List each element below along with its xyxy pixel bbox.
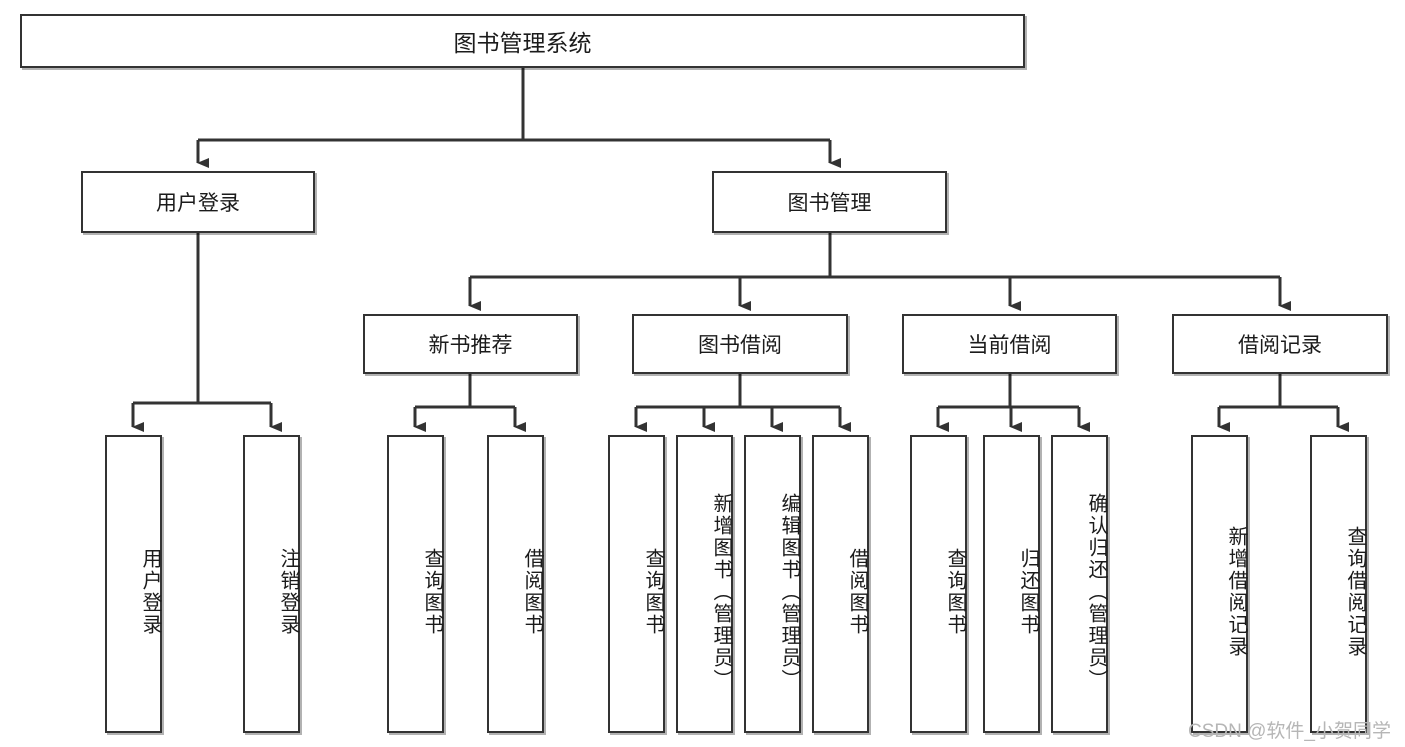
node-leaf-borrow-book-2-label: 借阅图书 xyxy=(846,548,868,636)
node-leaf-return-book[interactable]: 归还图书 xyxy=(983,435,1040,733)
node-new-book-recommend[interactable]: 新书推荐 xyxy=(363,314,578,374)
node-leaf-query-book-1[interactable]: 查询图书 xyxy=(387,435,444,733)
node-leaf-edit-book-label: 编辑图书（管理员） xyxy=(778,493,800,691)
node-borrow-record[interactable]: 借阅记录 xyxy=(1172,314,1388,374)
node-leaf-borrow-book-2[interactable]: 借阅图书 xyxy=(812,435,869,733)
node-leaf-borrow-book-1-label: 借阅图书 xyxy=(521,548,543,636)
node-leaf-query-book-3[interactable]: 查询图书 xyxy=(910,435,967,733)
node-leaf-return-book-label: 归还图书 xyxy=(1017,548,1039,636)
node-leaf-user-login-label: 用户登录 xyxy=(139,548,161,636)
node-leaf-add-book-label: 新增图书（管理员） xyxy=(710,493,732,691)
node-book-manage-label: 图书管理 xyxy=(787,192,872,215)
node-leaf-query-record-label: 查询借阅记录 xyxy=(1344,526,1366,658)
node-leaf-add-record-label: 新增借阅记录 xyxy=(1225,526,1247,658)
node-leaf-add-book[interactable]: 新增图书（管理员） xyxy=(676,435,733,733)
node-leaf-query-book-1-label: 查询图书 xyxy=(421,548,443,636)
node-leaf-add-record[interactable]: 新增借阅记录 xyxy=(1191,435,1248,733)
node-leaf-user-login[interactable]: 用户登录 xyxy=(105,435,162,733)
node-current-borrow-label: 当前借阅 xyxy=(967,334,1052,357)
node-leaf-borrow-book-1[interactable]: 借阅图书 xyxy=(487,435,544,733)
node-new-book-recommend-label: 新书推荐 xyxy=(428,334,513,357)
node-leaf-logout-label: 注销登录 xyxy=(277,548,299,636)
node-current-borrow[interactable]: 当前借阅 xyxy=(902,314,1117,374)
watermark: CSDN @软件_小贺同学 xyxy=(1188,721,1391,742)
node-leaf-query-book-3-label: 查询图书 xyxy=(944,548,966,636)
node-leaf-edit-book[interactable]: 编辑图书（管理员） xyxy=(744,435,801,733)
node-root-label: 图书管理系统 xyxy=(453,30,592,56)
node-book-borrow[interactable]: 图书借阅 xyxy=(632,314,848,374)
node-leaf-confirm-return[interactable]: 确认归还（管理员） xyxy=(1051,435,1108,733)
node-leaf-query-record[interactable]: 查询借阅记录 xyxy=(1310,435,1367,733)
node-user-login[interactable]: 用户登录 xyxy=(81,171,315,233)
node-leaf-query-book-2[interactable]: 查询图书 xyxy=(608,435,665,733)
node-user-login-label: 用户登录 xyxy=(156,192,240,215)
node-leaf-logout[interactable]: 注销登录 xyxy=(243,435,300,733)
node-book-borrow-label: 图书借阅 xyxy=(698,334,782,357)
node-book-manage[interactable]: 图书管理 xyxy=(712,171,947,233)
node-leaf-confirm-return-label: 确认归还（管理员） xyxy=(1085,493,1107,691)
node-leaf-query-book-2-label: 查询图书 xyxy=(642,548,664,636)
node-borrow-record-label: 借阅记录 xyxy=(1238,334,1322,357)
node-root[interactable]: 图书管理系统 xyxy=(20,14,1025,68)
